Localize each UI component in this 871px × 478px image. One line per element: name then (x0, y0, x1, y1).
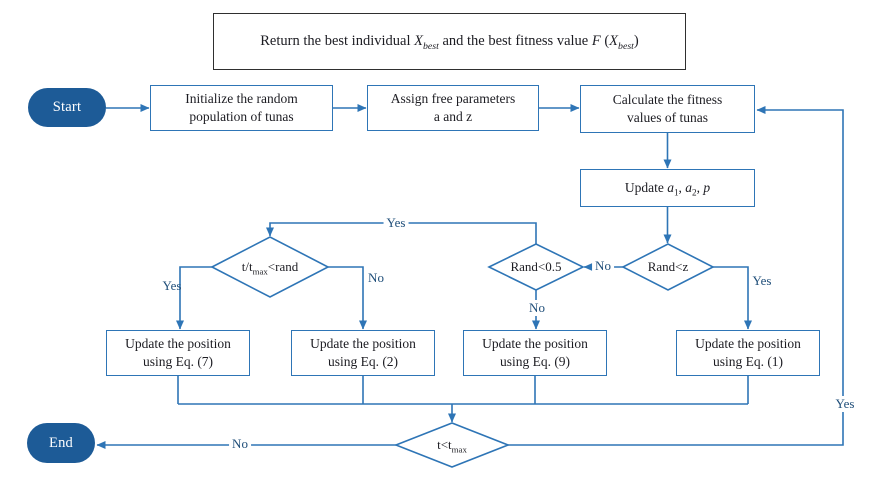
process-text: using Eq. (7) (142, 354, 214, 369)
end-label: End (49, 434, 73, 451)
edge-label-randz-no: No (592, 258, 614, 274)
process-text: Update the position (695, 336, 801, 352)
diamond-t-tmax (393, 422, 511, 468)
edge-paths (96, 104, 844, 449)
process-update-eq2: Update the position using Eq. (2) (291, 330, 435, 376)
edge-label-ttmax-yes: Yes (832, 396, 858, 412)
end-node: End (27, 423, 95, 463)
process-text: values of tunas (627, 110, 708, 125)
return-best-box: Return the best individual Xbest and the… (213, 13, 686, 70)
process-text: using Eq. (2) (327, 354, 399, 369)
process-text: using Eq. (1) (712, 354, 784, 369)
decision-t-tmax-label: t<tmax (437, 437, 467, 455)
process-text: Update the position (482, 336, 588, 352)
process-text: Calculate the fitness (612, 92, 723, 108)
decision-rand-z-label: Rand<z (647, 259, 689, 274)
edge-label-ttmax-no: No (229, 436, 251, 452)
process-text: a and z (433, 109, 473, 124)
process-update-eq7: Update the position using Eq. (7) (106, 330, 250, 376)
edge-label-rand05-yes: Yes (383, 215, 409, 231)
edge-randz-yes-to-eq1 (713, 266, 752, 330)
process-text: Update the position (310, 336, 416, 352)
start-label: Start (52, 99, 82, 115)
decision-rand-05-label: Rand<0.5 (510, 259, 562, 274)
edge-label-randz-yes: Yes (752, 273, 772, 288)
edge-label-trand-no: No (368, 270, 384, 285)
edge-label-trand-yes: Yes (162, 278, 182, 293)
decision-shapes (210, 236, 715, 468)
diamond-rand-05 (487, 243, 585, 291)
edge-trand-no-to-eq2 (328, 266, 367, 330)
return-best-text: Return the best individual Xbest and the… (260, 33, 639, 52)
diamond-t-tmax-rand (210, 236, 330, 298)
process-text: using Eq. (9) (499, 354, 571, 369)
process-text: Assign free parameters (390, 91, 516, 107)
decision-t-tmax-rand-label: t/tmax<rand (241, 259, 299, 277)
process-update-eq9: Update the position using Eq. (9) (463, 330, 607, 376)
process-text: Update the position (125, 336, 231, 352)
process-assign-parameters: Assign free parameters a and z (367, 85, 539, 131)
process-update-a1-a2-p: Update a1, a2, p (580, 169, 755, 207)
process-update-eq1: Update the position using Eq. (1) (676, 330, 820, 376)
process-text: Initialize the random (185, 91, 298, 107)
diamond-rand-z (621, 243, 715, 291)
edge-ttmax-yes-loop (508, 106, 844, 446)
start-node: Start (28, 88, 106, 127)
process-calculate-fitness: Calculate the fitness values of tunas (580, 85, 755, 133)
process-text: population of tunas (189, 109, 294, 124)
edge-trand-yes-to-eq7 (176, 266, 212, 330)
edge-label-rand05-no: No (526, 300, 548, 316)
process-initialize-population: Initialize the random population of tuna… (150, 85, 333, 131)
process-text: Update a1, a2, p (624, 180, 711, 198)
